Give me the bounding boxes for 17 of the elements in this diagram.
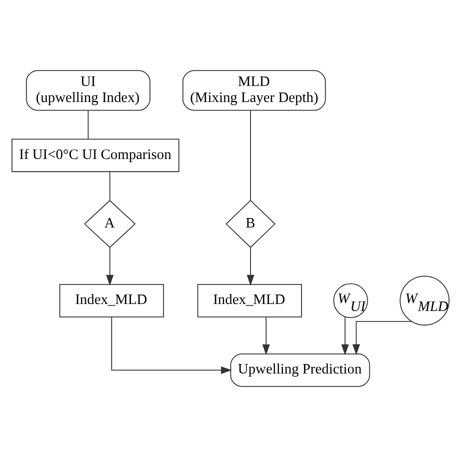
arrow xyxy=(106,247,114,286)
arrow xyxy=(352,321,412,356)
arrow xyxy=(262,316,270,356)
arrow xyxy=(341,316,349,356)
arrow xyxy=(111,316,232,374)
node-box: Index_MLD xyxy=(59,284,164,318)
node-diamond: A xyxy=(84,200,136,248)
node-box: Upwelling Prediction xyxy=(230,353,370,387)
connector xyxy=(109,171,110,201)
node-diamond: B xyxy=(226,200,276,248)
connector xyxy=(250,110,251,201)
connector xyxy=(88,110,89,140)
arrow xyxy=(246,247,254,286)
node-box: UI (upwelling Index) xyxy=(26,70,150,111)
node-box: MLD (Mixing Layer Depth) xyxy=(182,70,326,111)
node-box: If UI<0°C UI Comparison xyxy=(12,138,180,172)
node-box: Index_MLD xyxy=(197,284,302,318)
